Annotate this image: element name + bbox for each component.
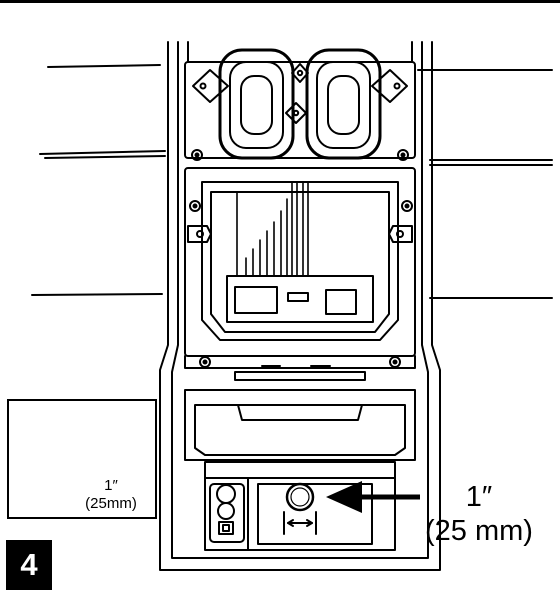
front-tray [184,389,416,461]
drill-location [285,482,315,512]
cup-holder-left [218,48,295,160]
storage-bin [184,167,416,357]
lower-compartment [204,477,396,551]
inset-dimension-mm: (25mm) [85,495,137,512]
dashboard-lines [31,64,553,299]
inset-dimension-label: 1″ (25mm) [67,477,155,513]
wiring [236,181,309,276]
pointer-arrow [326,481,420,513]
step-number-badge: 4 [6,540,52,590]
connector-plate [226,275,374,323]
top-rule [0,0,560,3]
inset-dimension-inch: 1″ [104,477,118,494]
callout-inch: 1″ [465,481,493,513]
cup-holder-right [305,48,382,160]
console-inner-wall [171,41,429,559]
cup-holder-tray [184,61,416,159]
callout-mm: (25 mm) [425,515,533,547]
drill-inset-panel: 1″ (25mm) [7,399,157,519]
drill-size-callout: 1″ (25 mm) [404,480,554,548]
console-housing [159,41,441,571]
